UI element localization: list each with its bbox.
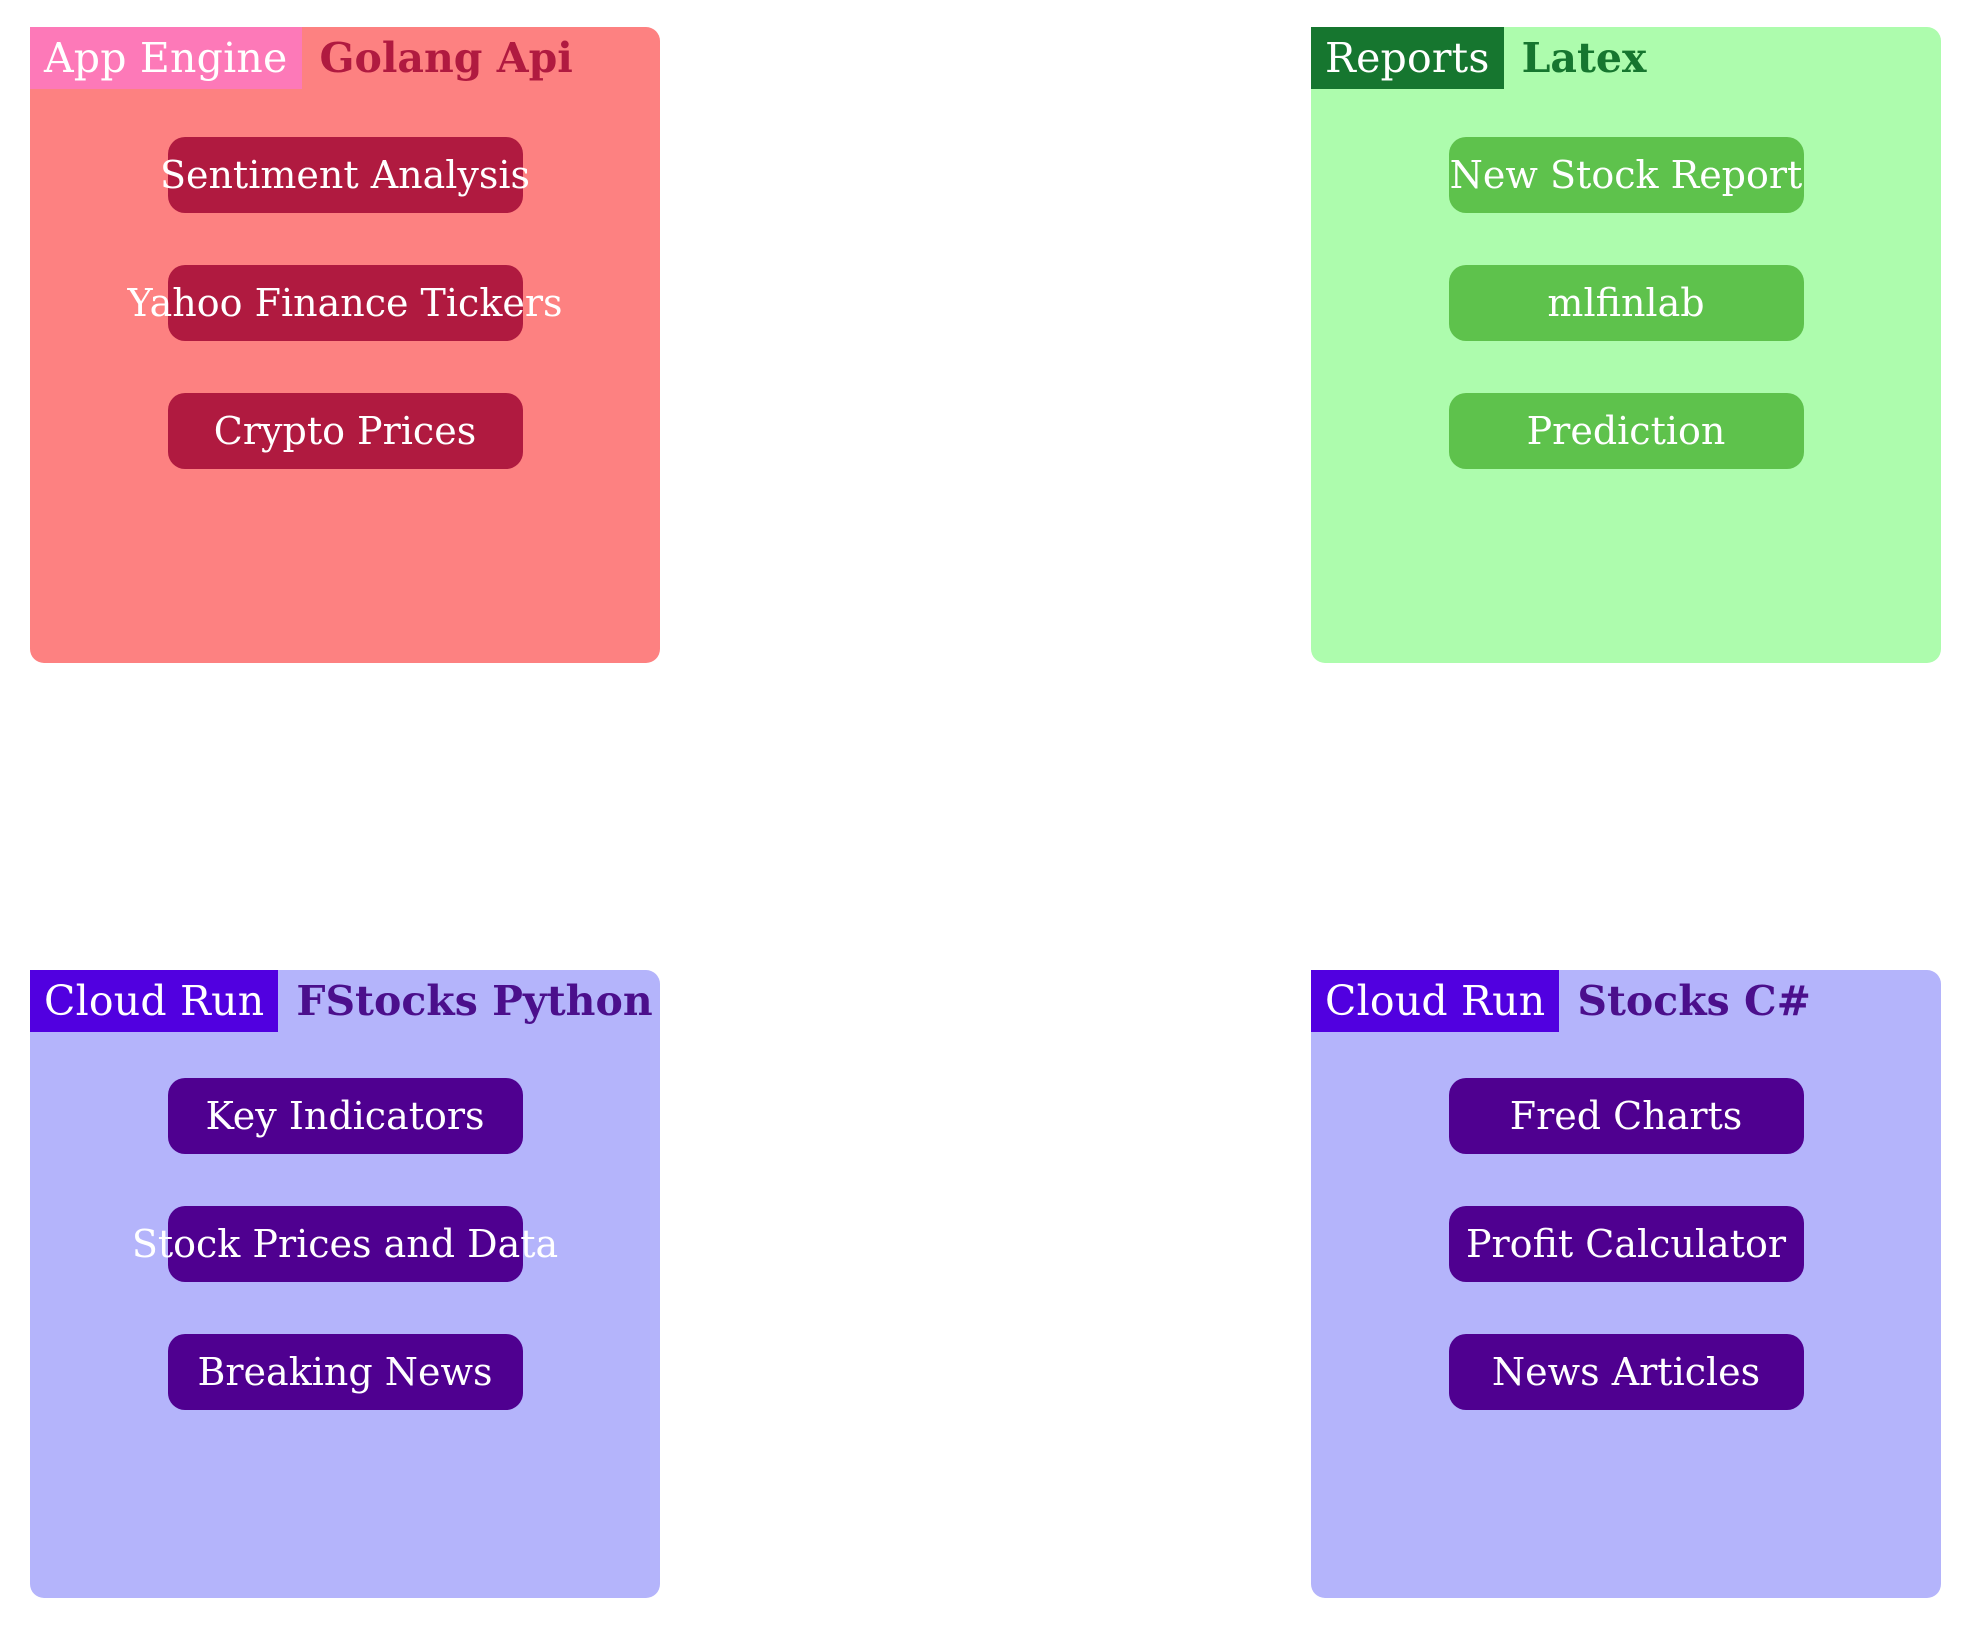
node-key-indicators[interactable]: Key Indicators <box>167 1078 523 1154</box>
node-fred-charts[interactable]: Fred Charts <box>1448 1078 1804 1154</box>
badge-cloud-run-stocks-csharp[interactable]: Cloud Run <box>1311 970 1560 1032</box>
node-prediction[interactable]: Prediction <box>1448 393 1804 469</box>
badge-reports[interactable]: Reports <box>1311 27 1504 89</box>
node-mlfinlab[interactable]: mlfinlab <box>1448 265 1804 341</box>
node-stock-prices-and-data[interactable]: Stock Prices and Data <box>132 1206 558 1282</box>
node-new-stock-report[interactable]: New Stock Report <box>1448 137 1804 213</box>
panel-header-stocks-csharp: Cloud Run Stocks C# <box>1311 970 1827 1032</box>
panel-body-stocks-csharp: Fred Charts Profit Calculator News Artic… <box>1311 1032 1941 1598</box>
badge-cloud-run-fstocks[interactable]: Cloud Run <box>30 970 279 1032</box>
panel-stocks-csharp[interactable]: Cloud Run Stocks C# Fred Charts Profit C… <box>1311 970 1941 1598</box>
panel-golang-api[interactable]: App Engine Golang Api Sentiment Analysis… <box>30 27 660 663</box>
panel-title-fstocks-python: FStocks Python <box>296 976 653 1025</box>
node-profit-calculator[interactable]: Profit Calculator <box>1448 1206 1804 1282</box>
panel-header-latex: Reports Latex <box>1311 27 1662 89</box>
node-sentiment-analysis[interactable]: Sentiment Analysis <box>160 137 530 213</box>
panel-body-fstocks-python: Key Indicators Stock Prices and Data Bre… <box>30 1032 660 1598</box>
badge-app-engine[interactable]: App Engine <box>30 27 302 89</box>
panel-title-golang-api: Golang Api <box>319 33 573 82</box>
panel-title-latex: Latex <box>1521 33 1647 82</box>
node-yahoo-finance-tickers[interactable]: Yahoo Finance Tickers <box>127 265 563 341</box>
node-breaking-news[interactable]: Breaking News <box>167 1334 523 1410</box>
panel-header-fstocks-python: Cloud Run FStocks Python <box>30 970 669 1032</box>
node-crypto-prices[interactable]: Crypto Prices <box>167 393 523 469</box>
panel-header-golang-api: App Engine Golang Api <box>30 27 589 89</box>
panel-body-golang-api: Sentiment Analysis Yahoo Finance Tickers… <box>30 89 660 663</box>
panel-body-latex: New Stock Report mlfinlab Prediction <box>1311 89 1941 663</box>
panel-title-stocks-csharp: Stocks C# <box>1577 976 1811 1025</box>
panel-latex[interactable]: Reports Latex New Stock Report mlfinlab … <box>1311 27 1941 663</box>
node-news-articles[interactable]: News Articles <box>1448 1334 1804 1410</box>
panel-fstocks-python[interactable]: Cloud Run FStocks Python Key Indicators … <box>30 970 660 1598</box>
